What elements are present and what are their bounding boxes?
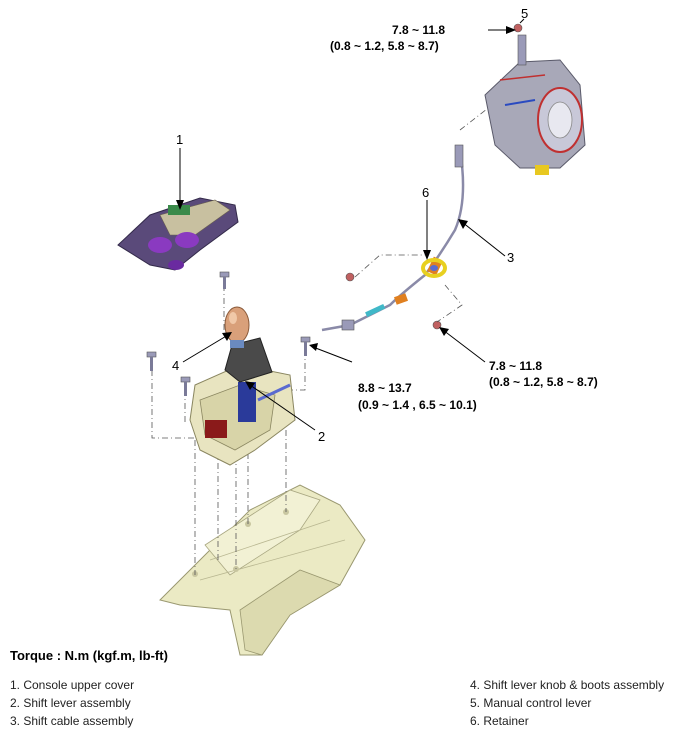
bolt-icon [219, 271, 230, 289]
console-upper-cover [117, 197, 239, 271]
bolt-icon [146, 351, 157, 371]
nut-icon [345, 272, 355, 282]
leader-lines [176, 18, 525, 431]
transmission [484, 34, 586, 175]
torque-top-value: 7.8 ~ 11.8 [392, 23, 445, 37]
shift-lever-assembly [189, 364, 296, 466]
bolt-icon [300, 336, 311, 356]
legend-item: 5. Manual control lever [470, 696, 592, 710]
parts-legend-right: 4. Shift lever knob & boots assembly 5. … [470, 676, 664, 730]
cable-guides [354, 94, 506, 323]
torque-right-imperial: (0.8 ~ 1.2, 5.8 ~ 8.7) [489, 375, 598, 389]
callout-6: 6 [422, 185, 429, 200]
legend-item: 2. Shift lever assembly [10, 696, 131, 710]
torque-specs: 7.8 ~ 11.8 (0.8 ~ 1.2, 5.8 ~ 8.7) 8.8 ~ … [330, 23, 598, 412]
torque-right-value: 7.8 ~ 11.8 [489, 359, 542, 373]
alignment-lines [151, 285, 306, 575]
callout-3: 3 [507, 250, 514, 265]
callout-5: 5 [521, 6, 528, 21]
torque-middle-value: 8.8 ~ 13.7 [358, 381, 412, 395]
shift-knob-boots [224, 306, 273, 383]
shift-cable [321, 144, 465, 332]
floor-panel [159, 484, 366, 656]
callout-1: 1 [176, 132, 183, 147]
callout-4: 4 [172, 358, 179, 373]
legend-item: 3. Shift cable assembly [10, 714, 134, 728]
bolt-icon [180, 376, 191, 396]
torque-middle-imperial: (0.9 ~ 1.4 , 6.5 ~ 10.1) [358, 398, 477, 412]
legend-item: 6. Retainer [470, 714, 529, 728]
torque-top-imperial: (0.8 ~ 1.2, 5.8 ~ 8.7) [330, 39, 439, 53]
legend-item: 4. Shift lever knob & boots assembly [470, 678, 665, 692]
legend-item: 1. Console upper cover [10, 678, 135, 692]
parts-legend-left: 1. Console upper cover 2. Shift lever as… [10, 676, 134, 730]
bolts [146, 23, 523, 396]
torque-units-title: Torque : N.m (kgf.m, lb-ft) [10, 648, 168, 663]
retainer [421, 258, 447, 278]
callout-numbers: 1 4 2 3 6 5 [172, 6, 528, 444]
nut-icon [513, 23, 523, 33]
callout-2: 2 [318, 429, 325, 444]
